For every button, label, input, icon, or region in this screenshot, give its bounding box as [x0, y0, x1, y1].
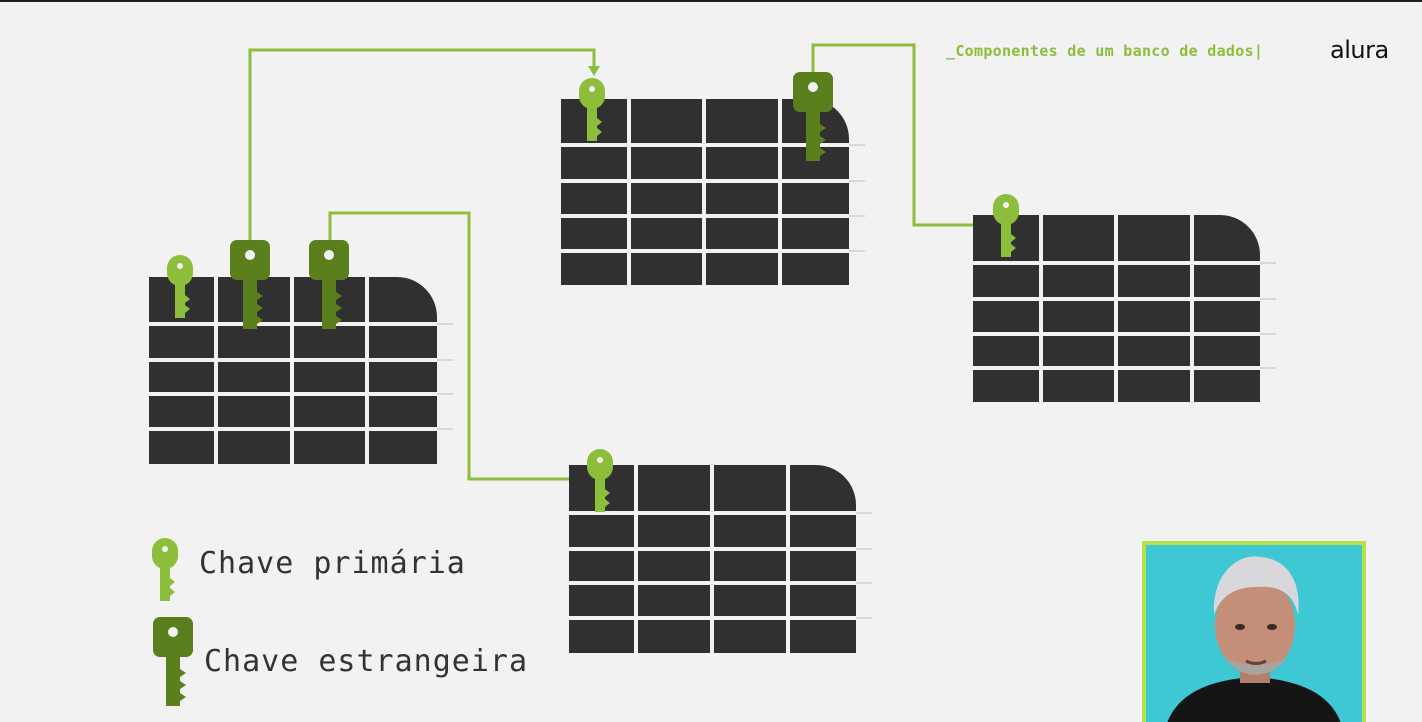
table-top — [561, 99, 865, 285]
legend-foreign-key-icon — [153, 617, 193, 706]
foreign-key-icon — [230, 240, 270, 329]
table-right — [973, 215, 1276, 402]
foreign-key-icon — [309, 240, 349, 329]
relation-left-to-bottom — [328, 211, 582, 481]
primary-key-icon — [993, 194, 1019, 257]
primary-key-icon — [587, 449, 613, 512]
table-bottom — [569, 465, 872, 653]
arrowhead-top — [588, 66, 600, 76]
presenter-avatar — [1146, 545, 1362, 722]
alura-logo: alura — [1330, 36, 1389, 64]
relation-top-to-right — [811, 43, 986, 227]
table-left — [149, 277, 453, 464]
relation-left-to-top — [248, 48, 596, 244]
legend-primary-key-label: Chave primária — [199, 546, 466, 581]
primary-key-icon — [167, 255, 193, 318]
primary-key-icon — [579, 78, 605, 141]
top-border — [0, 0, 1422, 2]
foreign-key-icon — [793, 72, 833, 161]
connector-lines — [248, 43, 986, 481]
legend-foreign-key-label: Chave estrangeira — [204, 644, 529, 679]
slide-title: _Componentes de um banco de dados| — [946, 42, 1264, 60]
presenter-webcam — [1142, 541, 1366, 722]
legend-primary-key-icon — [152, 538, 178, 601]
